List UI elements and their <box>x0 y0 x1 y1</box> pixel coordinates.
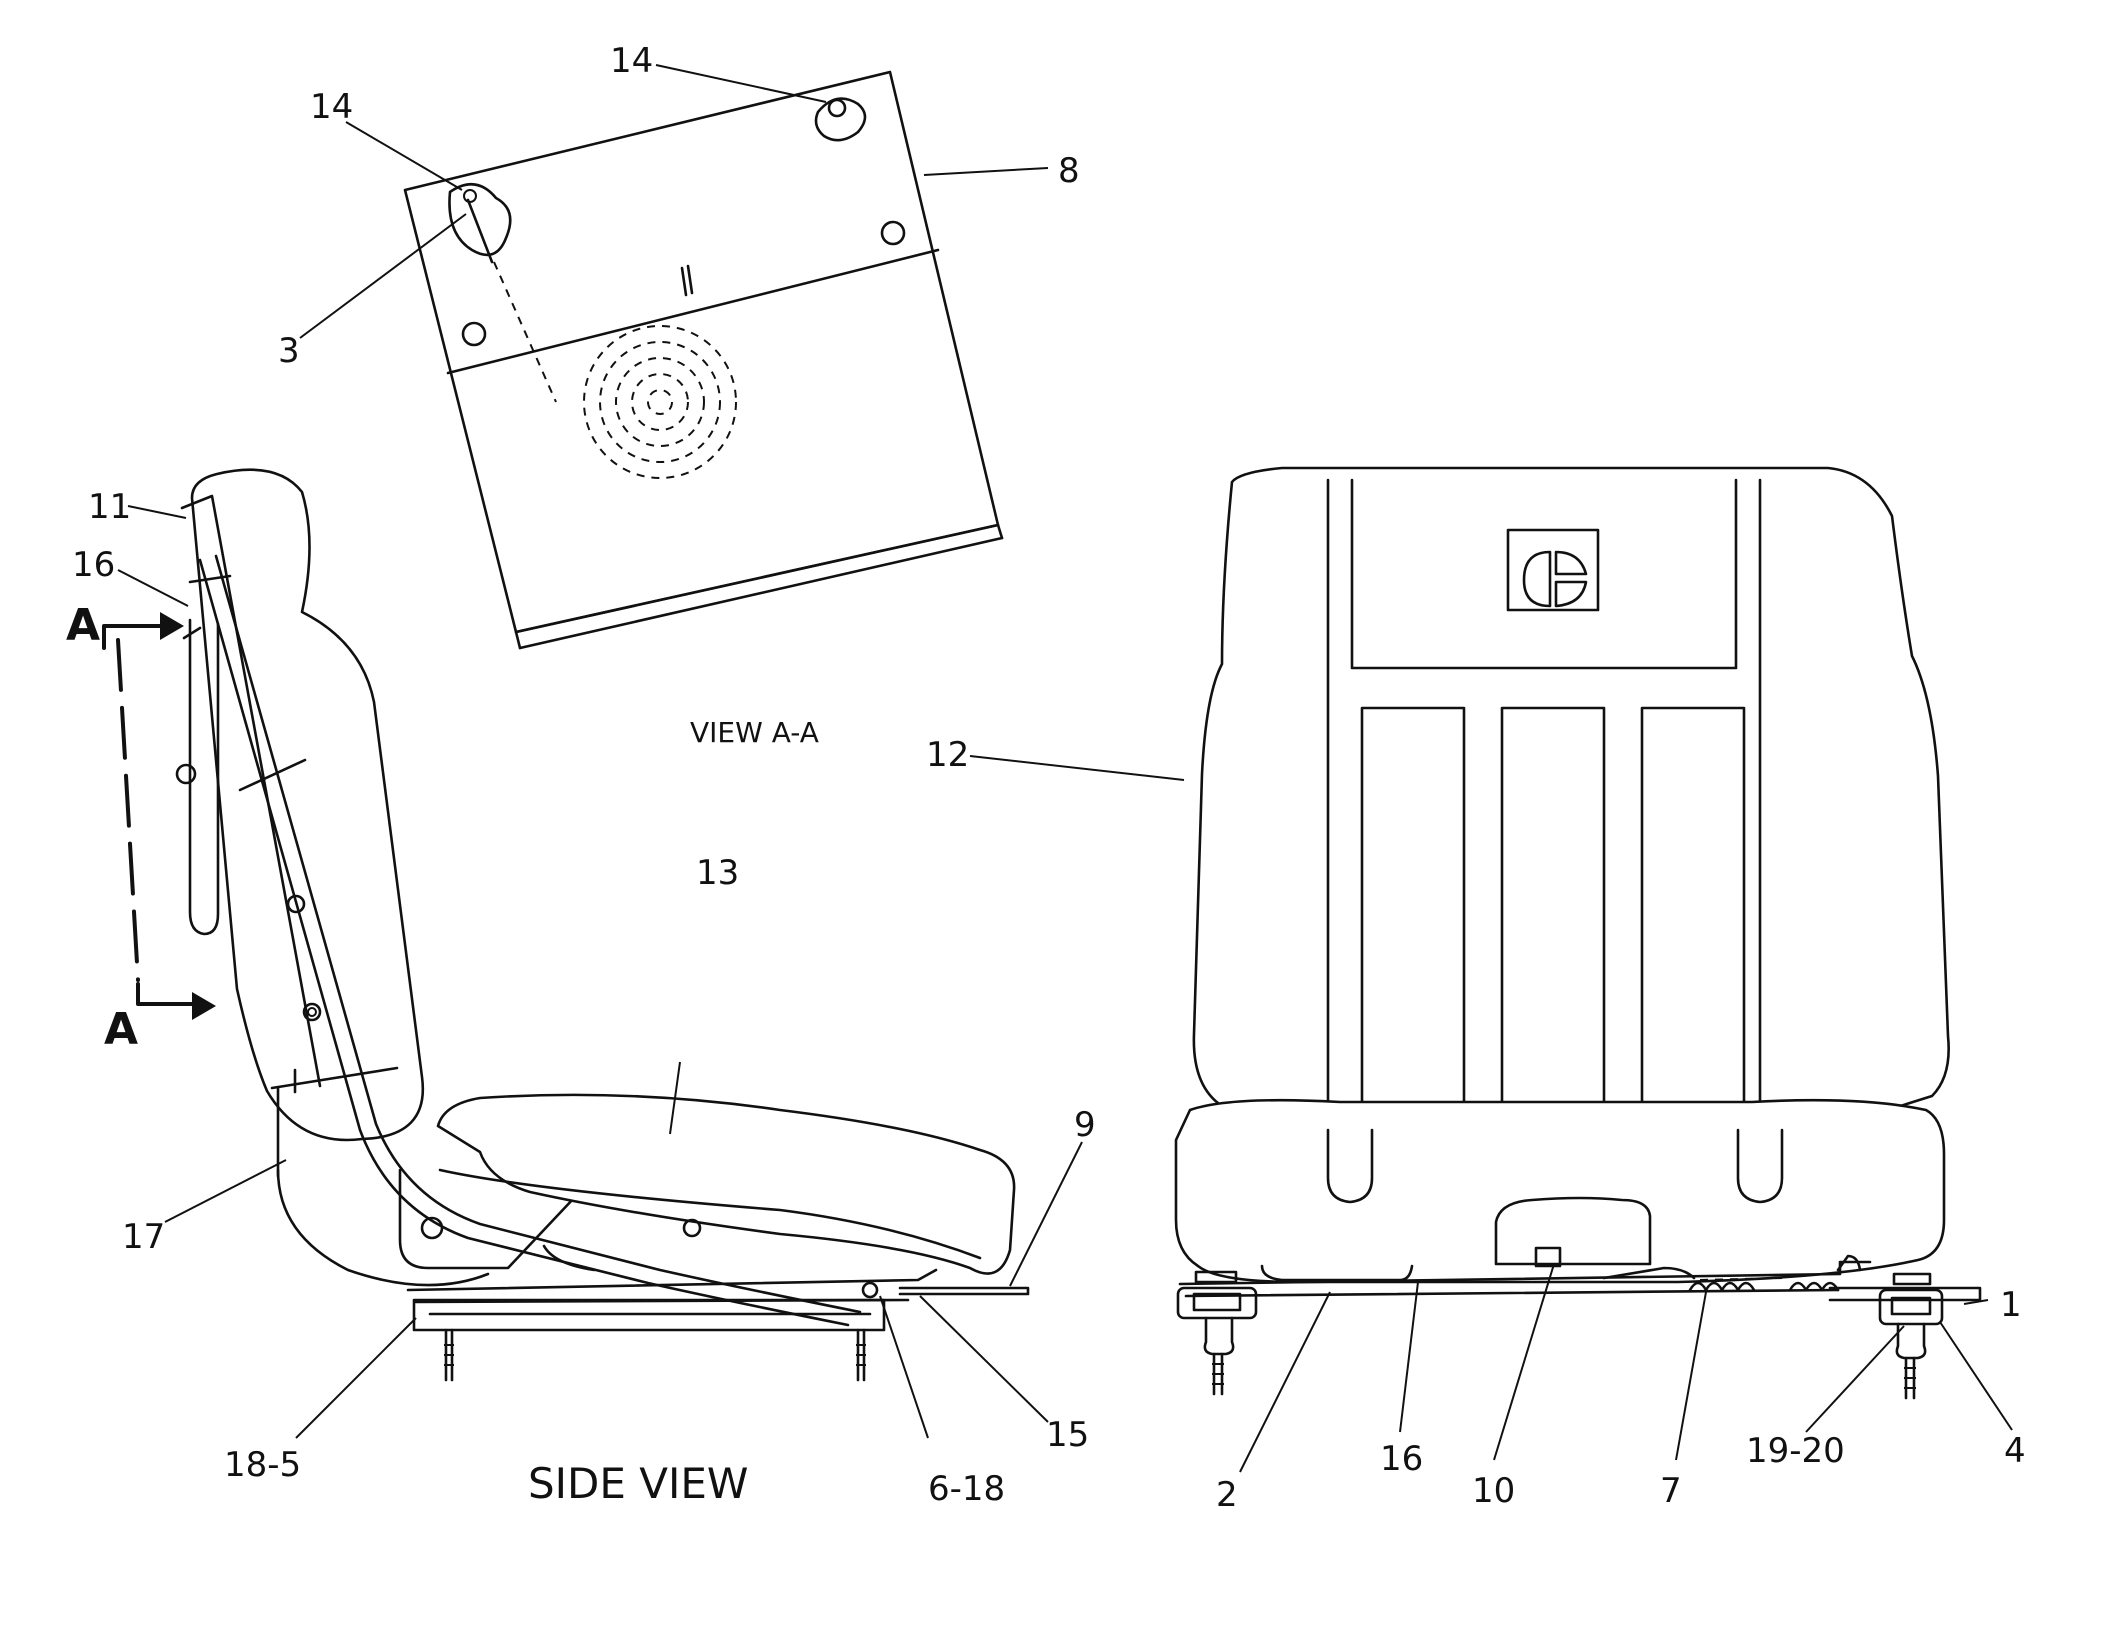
callout-12: 12 <box>926 735 969 775</box>
callout-13: 13 <box>696 853 739 893</box>
view-aa-title: VIEW A-A <box>690 716 819 749</box>
view-aa-leaders <box>299 64 1049 339</box>
callout-9: 9 <box>1074 1105 1096 1145</box>
section-line-aa: A A <box>66 600 216 1055</box>
callout-10: 10 <box>1472 1471 1515 1511</box>
callout-7: 7 <box>1660 1471 1682 1511</box>
callout-2: 2 <box>1216 1475 1238 1515</box>
side-view-seat <box>175 468 1030 1382</box>
callout-17: 17 <box>122 1217 165 1257</box>
callout-15: 15 <box>1046 1415 1089 1455</box>
front-view-seat <box>1174 466 1982 1400</box>
view-aa-panel <box>403 70 1004 650</box>
callout-14-top: 14 <box>610 41 653 81</box>
section-mark-bottom: A <box>104 1004 138 1055</box>
front-view-leaders <box>969 755 2013 1473</box>
callout-1: 1 <box>2000 1285 2022 1325</box>
section-mark-top: A <box>66 600 100 651</box>
callout-4: 4 <box>2004 1431 2026 1471</box>
callout-14-left: 14 <box>310 87 353 127</box>
callout-19-20: 19-20 <box>1746 1431 1845 1471</box>
callout-16-side: 16 <box>72 545 115 585</box>
callout-8: 8 <box>1058 151 1080 191</box>
callout-labels: 14 14 8 3 11 16 VIEW A-A 12 13 9 17 1 15… <box>72 41 2026 1515</box>
side-view-title: SIDE VIEW <box>528 1459 748 1508</box>
callout-18-5: 18-5 <box>224 1445 301 1485</box>
callout-16-front: 16 <box>1380 1439 1423 1479</box>
callout-11: 11 <box>88 487 131 527</box>
callout-6-18: 6-18 <box>928 1469 1005 1509</box>
side-view-leaders <box>117 505 1083 1439</box>
callout-3: 3 <box>278 331 300 371</box>
